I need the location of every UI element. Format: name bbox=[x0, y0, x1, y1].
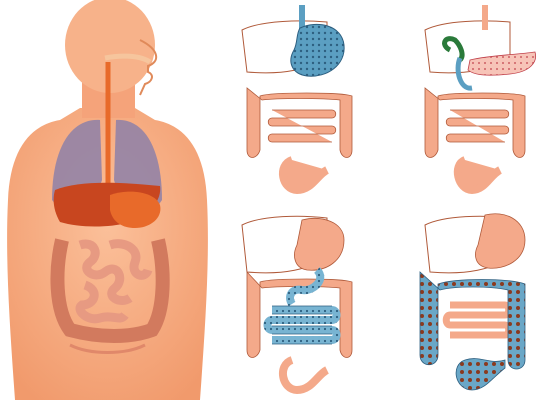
panel-pancreas bbox=[410, 0, 540, 200]
small-intestine bbox=[442, 301, 513, 339]
body-figure bbox=[0, 0, 215, 400]
duodenum bbox=[455, 57, 473, 91]
small-intestine bbox=[75, 239, 153, 324]
body-figure-svg bbox=[7, 0, 208, 400]
panel-stomach bbox=[232, 0, 372, 200]
panel-small-intestine-svg bbox=[241, 215, 353, 395]
intestines bbox=[246, 87, 353, 195]
panel-stomach-svg bbox=[241, 5, 353, 195]
intestines bbox=[424, 87, 526, 195]
large-intestine-highlight bbox=[419, 271, 526, 391]
panel-small-intestine bbox=[232, 200, 372, 400]
gallbladder bbox=[442, 36, 465, 62]
stomach bbox=[294, 218, 345, 271]
small-intestine-highlight bbox=[263, 267, 341, 344]
nasal-cavity bbox=[104, 53, 152, 65]
panel-large-intestine bbox=[410, 200, 540, 400]
panel-large-intestine-svg bbox=[419, 213, 526, 391]
rectum bbox=[279, 356, 330, 395]
pancreas-highlight bbox=[467, 51, 537, 76]
head bbox=[65, 0, 155, 93]
panel-pancreas-svg bbox=[424, 5, 537, 195]
large-intestine bbox=[50, 238, 170, 343]
stomach bbox=[110, 191, 161, 228]
stomach bbox=[475, 213, 526, 269]
stomach-highlight bbox=[290, 23, 345, 77]
